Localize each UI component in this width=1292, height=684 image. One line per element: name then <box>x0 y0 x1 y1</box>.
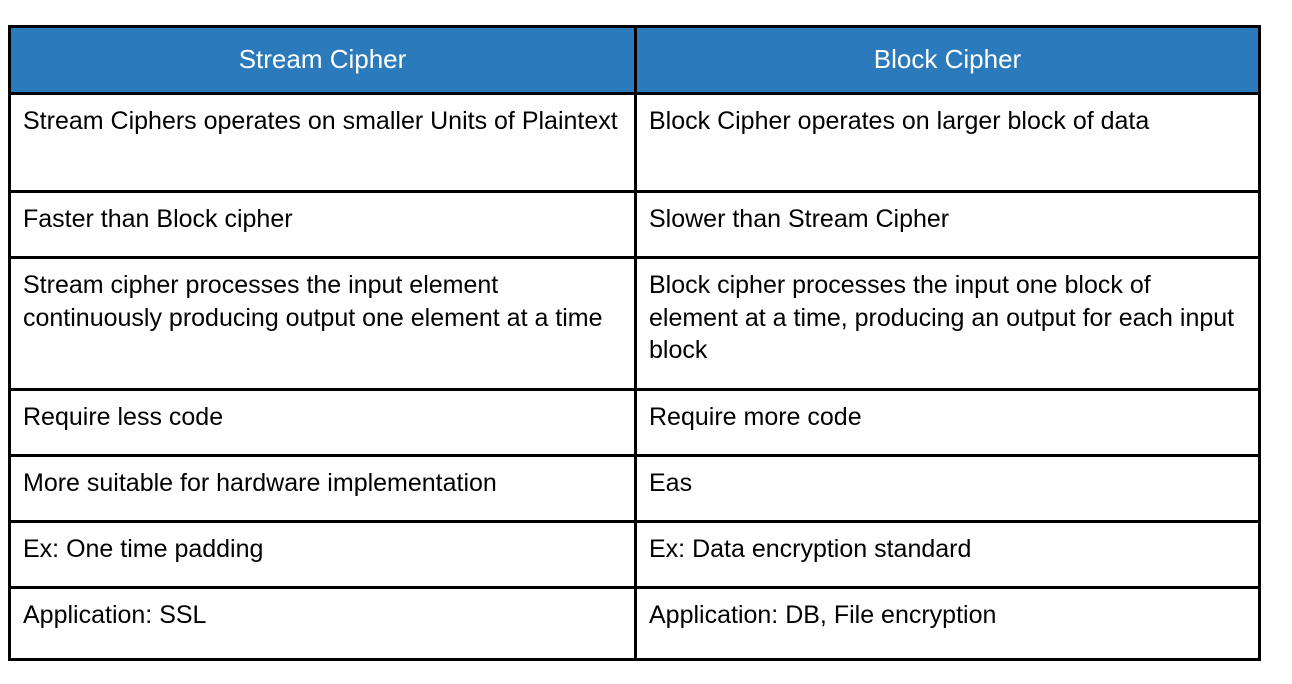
table-header: Stream Cipher Block Cipher <box>8 25 1261 95</box>
cell-text: Ex: One time padding <box>23 535 264 563</box>
column-header-stream-cipher: Stream Cipher <box>8 25 637 95</box>
cell-block-row-2: Slower than Stream Cipher <box>634 190 1261 259</box>
cell-text: Require more code <box>649 403 862 431</box>
cell-stream-row-3: Stream cipher processes the input elemen… <box>8 256 637 391</box>
cell-stream-row-5: More suitable for hardware implementatio… <box>8 454 637 523</box>
cell-text: Faster than Block cipher <box>23 205 293 233</box>
cell-text: Ex: Data encryption standard <box>649 535 972 563</box>
cell-stream-row-1: Stream Ciphers operates on smaller Units… <box>8 92 637 193</box>
cell-text: Application: DB, File encryption <box>649 601 997 629</box>
table-header-row: Stream Cipher Block Cipher <box>8 25 1261 95</box>
table-row: Ex: One time padding Ex: Data encryption… <box>8 520 1261 589</box>
cell-text: Stream cipher processes the input elemen… <box>23 271 603 332</box>
cell-stream-row-4: Require less code <box>8 388 637 457</box>
cell-block-row-7: Application: DB, File encryption <box>634 586 1261 661</box>
cell-text: Block Cipher operates on larger block of… <box>649 107 1150 135</box>
cell-text: Slower than Stream Cipher <box>649 205 950 233</box>
cell-block-row-5: Eas <box>634 454 1261 523</box>
cell-stream-row-6: Ex: One time padding <box>8 520 637 589</box>
cell-stream-row-7: Application: SSL <box>8 586 637 661</box>
column-header-block-cipher: Block Cipher <box>634 25 1261 95</box>
cell-stream-row-2: Faster than Block cipher <box>8 190 637 259</box>
cell-block-row-4: Require more code <box>634 388 1261 457</box>
cell-text: Block cipher processes the input one blo… <box>649 271 1235 364</box>
table-row: Stream Ciphers operates on smaller Units… <box>8 92 1261 193</box>
table-row: Stream cipher processes the input elemen… <box>8 256 1261 391</box>
table-row: Application: SSL Application: DB, File e… <box>8 586 1261 661</box>
cell-text: Eas <box>649 469 693 497</box>
cell-text: Require less code <box>23 403 224 431</box>
cell-block-row-1: Block Cipher operates on larger block of… <box>634 92 1261 193</box>
table-row: Require less code Require more code <box>8 388 1261 457</box>
comparison-table-wrapper: Stream Cipher Block Cipher Stream Cipher… <box>8 25 1261 661</box>
cell-text: Application: SSL <box>23 601 207 629</box>
cell-block-row-6: Ex: Data encryption standard <box>634 520 1261 589</box>
cell-text: Stream Ciphers operates on smaller Units… <box>23 107 618 135</box>
table-row: Faster than Block cipher Slower than Str… <box>8 190 1261 259</box>
cell-block-row-3: Block cipher processes the input one blo… <box>634 256 1261 391</box>
cell-text: More suitable for hardware implementatio… <box>23 469 497 497</box>
table-body: Stream Ciphers operates on smaller Units… <box>8 92 1261 661</box>
comparison-table: Stream Cipher Block Cipher Stream Cipher… <box>8 25 1261 661</box>
table-row: More suitable for hardware implementatio… <box>8 454 1261 523</box>
